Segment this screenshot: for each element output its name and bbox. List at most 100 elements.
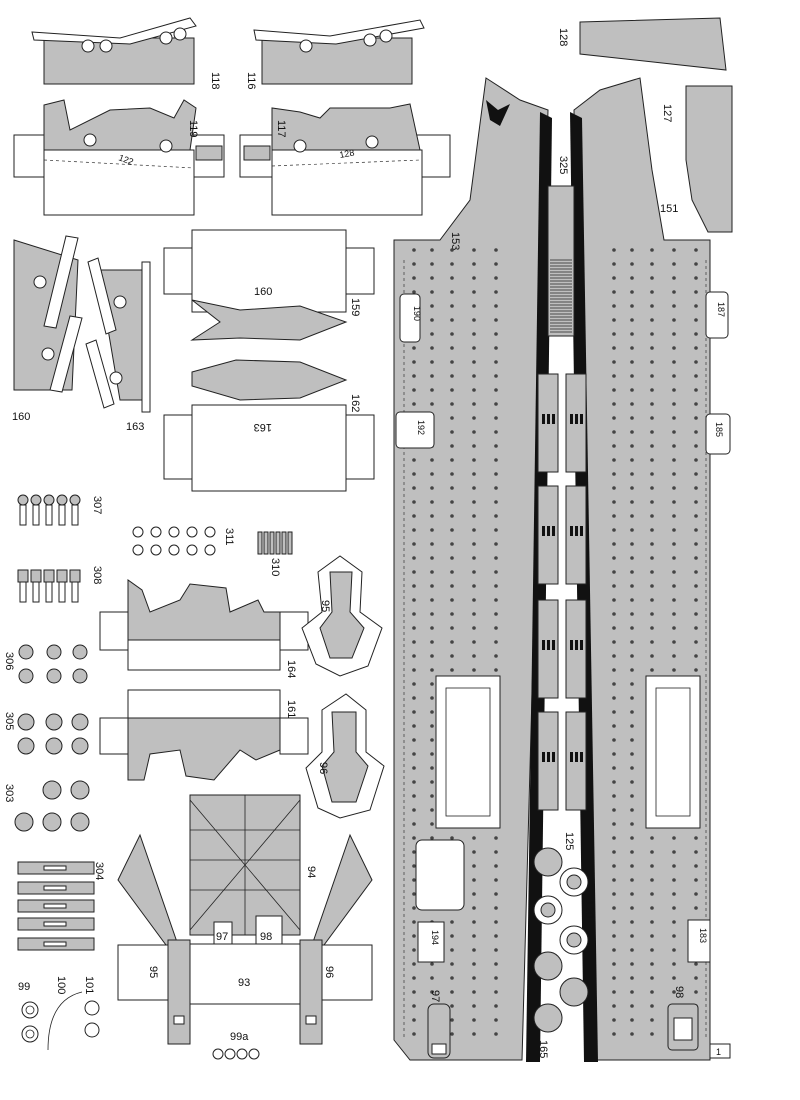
hull-hole bbox=[672, 934, 676, 938]
hull-hole bbox=[612, 528, 616, 532]
hull-hole bbox=[494, 346, 498, 350]
label-128: 128 bbox=[557, 28, 569, 46]
hull-hole bbox=[672, 920, 676, 924]
label-94: 94 bbox=[305, 866, 317, 878]
hull-hole bbox=[430, 836, 434, 840]
hull-hole bbox=[430, 696, 434, 700]
hull-hole bbox=[630, 514, 634, 518]
hull-hole bbox=[430, 500, 434, 504]
hull-hole bbox=[612, 878, 616, 882]
hull-hole bbox=[472, 976, 476, 980]
hull-hole bbox=[650, 528, 654, 532]
hull-hole bbox=[450, 640, 454, 644]
part-98-bottom: 98 bbox=[667, 986, 699, 1051]
hull-hole bbox=[412, 710, 416, 714]
hull-hole bbox=[612, 892, 616, 896]
hull-hole bbox=[472, 990, 476, 994]
hull-hole bbox=[472, 276, 476, 280]
hull-hole bbox=[494, 878, 498, 882]
hull-hole bbox=[450, 500, 454, 504]
hull-hole bbox=[494, 430, 498, 434]
hull-hole bbox=[412, 878, 416, 882]
hull-hole bbox=[412, 248, 416, 252]
label-159: 159 bbox=[349, 298, 361, 316]
block-mark bbox=[575, 640, 578, 650]
hull-hole bbox=[494, 486, 498, 490]
hull-hole bbox=[412, 388, 416, 392]
block-mark bbox=[580, 414, 583, 424]
hull-hole bbox=[494, 976, 498, 980]
hull-hole bbox=[612, 542, 616, 546]
hull-hole bbox=[630, 822, 634, 826]
part-160-center: 160 159 bbox=[163, 229, 375, 341]
hull-hole bbox=[430, 514, 434, 518]
hull-hole bbox=[672, 878, 676, 882]
hull-hole bbox=[672, 976, 676, 980]
hull-hole bbox=[494, 948, 498, 952]
hull-hole bbox=[412, 948, 416, 952]
hull-hole bbox=[450, 472, 454, 476]
hull-hole bbox=[494, 1018, 498, 1022]
hull-hole bbox=[494, 276, 498, 280]
hull-hole bbox=[672, 654, 676, 658]
hull-hole bbox=[672, 304, 676, 308]
hull-hole bbox=[672, 864, 676, 868]
hull-hole bbox=[630, 668, 634, 672]
label-127: 127 bbox=[661, 104, 673, 122]
hull-hole bbox=[630, 892, 634, 896]
block-mark bbox=[552, 414, 555, 424]
hull-left-half: 153 bbox=[393, 77, 552, 1062]
part-305: 305 bbox=[3, 712, 89, 755]
hull-hole bbox=[494, 290, 498, 294]
hull-hole bbox=[412, 920, 416, 924]
hull-hole bbox=[450, 262, 454, 266]
hull-hole bbox=[694, 304, 698, 308]
hull-hole bbox=[650, 864, 654, 868]
hull-hole bbox=[430, 262, 434, 266]
hull-hole bbox=[494, 864, 498, 868]
hull-hole bbox=[494, 514, 498, 518]
hull-hole bbox=[472, 850, 476, 854]
hull-hole bbox=[694, 836, 698, 840]
hull-hole bbox=[494, 920, 498, 924]
label-194: 194 bbox=[430, 930, 440, 945]
hull-hole bbox=[694, 878, 698, 882]
hull-hole bbox=[412, 668, 416, 672]
hull-hole bbox=[472, 318, 476, 322]
hull-hole bbox=[430, 528, 434, 532]
part-97-98-small: 97 98 bbox=[213, 915, 283, 945]
hull-hole bbox=[672, 346, 676, 350]
hull-hole bbox=[650, 598, 654, 602]
label-164: 164 bbox=[285, 660, 297, 678]
hatch-192: 192 bbox=[395, 411, 435, 449]
label-185: 185 bbox=[714, 422, 724, 437]
hull-hole bbox=[694, 640, 698, 644]
hull-hole bbox=[650, 626, 654, 630]
hull-hole bbox=[494, 1004, 498, 1008]
label-153: 153 bbox=[449, 232, 461, 250]
hull-hole bbox=[630, 766, 634, 770]
hull-hole bbox=[612, 500, 616, 504]
hull-hole bbox=[630, 696, 634, 700]
hull-hole bbox=[412, 822, 416, 826]
hull-hole bbox=[672, 514, 676, 518]
hull-hole bbox=[672, 640, 676, 644]
hull-hole bbox=[650, 248, 654, 252]
block-mark bbox=[542, 526, 545, 536]
label-99a: 99a bbox=[230, 1031, 249, 1043]
hull-hole bbox=[630, 850, 634, 854]
hull-hole bbox=[472, 612, 476, 616]
hull-hole bbox=[472, 374, 476, 378]
hull-hole bbox=[412, 528, 416, 532]
hull-hole bbox=[430, 640, 434, 644]
hull-hole bbox=[412, 500, 416, 504]
hull-hole bbox=[612, 444, 616, 448]
hull-hole bbox=[472, 654, 476, 658]
hull-hole bbox=[612, 808, 616, 812]
hull-hole bbox=[412, 990, 416, 994]
hull-hole bbox=[612, 248, 616, 252]
hull-hole bbox=[612, 682, 616, 686]
label-93: 93 bbox=[238, 977, 250, 989]
hull-hole bbox=[450, 654, 454, 658]
label-97: 97 bbox=[216, 931, 228, 943]
